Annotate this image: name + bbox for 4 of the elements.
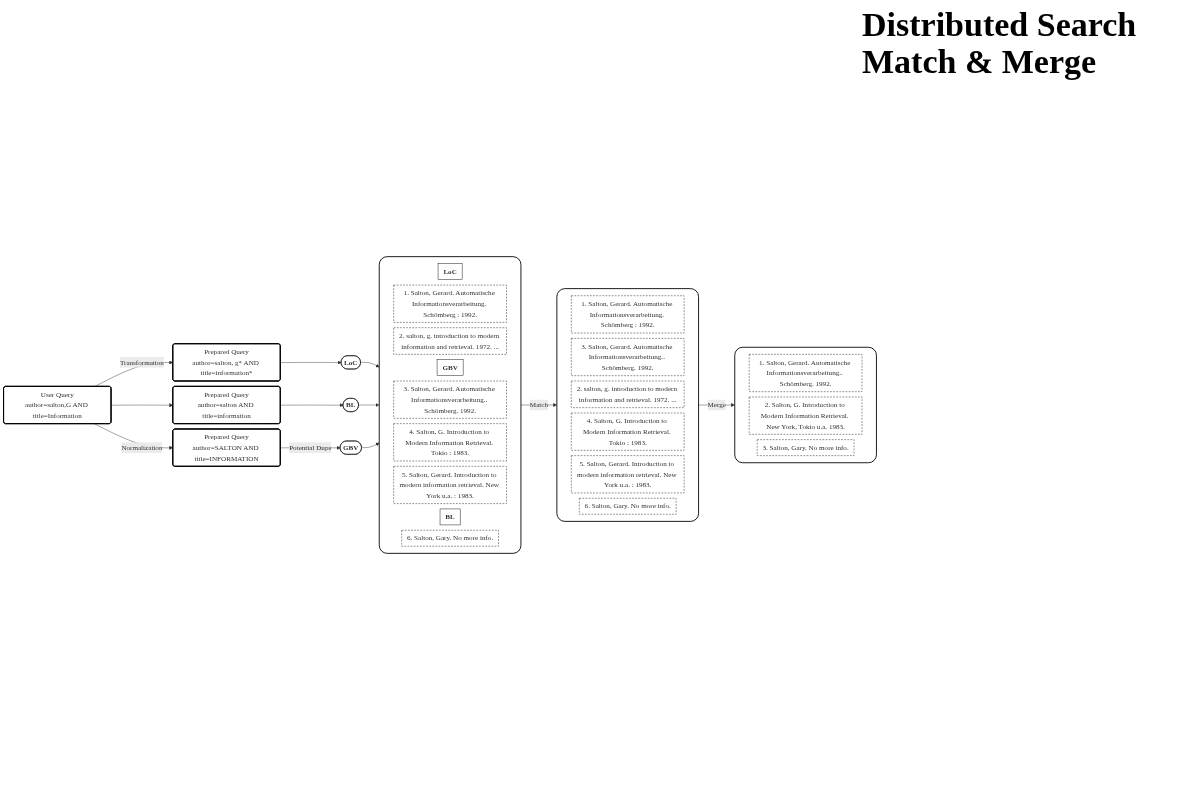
cluster — [734, 346, 877, 463]
diagram-title: Distributed Search Match & Merge — [862, 6, 1138, 81]
cluster — [378, 255, 522, 554]
cluster — [556, 287, 699, 522]
